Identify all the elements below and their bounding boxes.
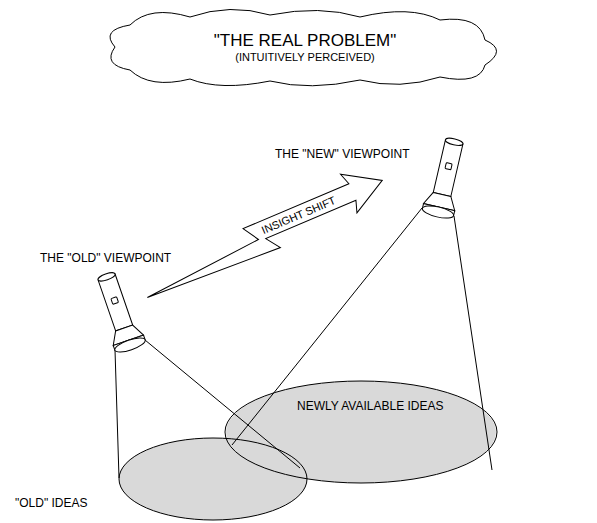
viewpoint-label: THE "NEW" VIEWPOINT	[275, 148, 410, 162]
lightning-arrow	[132, 160, 390, 303]
ideas-label: "OLD" IDEAS	[15, 497, 88, 511]
light-beam	[115, 350, 119, 478]
cloud-text-box: "THE REAL PROBLEM"(INTUITIVELY PERCEIVED…	[100, 5, 510, 90]
ideas-ellipse: "OLD" IDEAS	[119, 438, 307, 520]
flashlight	[90, 269, 146, 355]
ideas-label: NEWLY AVAILABLE IDEAS	[297, 400, 444, 414]
flashlight	[421, 135, 470, 220]
ellipse-outline	[225, 381, 497, 483]
ellipse-outline	[119, 438, 307, 520]
cloud-title: "THE REAL PROBLEM"	[214, 31, 396, 51]
light-beam	[454, 216, 492, 470]
cloud-shape: "THE REAL PROBLEM"(INTUITIVELY PERCEIVED…	[100, 5, 510, 90]
viewpoint-label: THE "OLD" VIEWPOINT	[40, 252, 171, 266]
ideas-ellipse: NEWLY AVAILABLE IDEAS	[225, 381, 497, 483]
cloud-subtitle: (INTUITIVELY PERCEIVED)	[235, 51, 375, 64]
arrow-label: INSIGHT SHIFT	[260, 194, 338, 237]
